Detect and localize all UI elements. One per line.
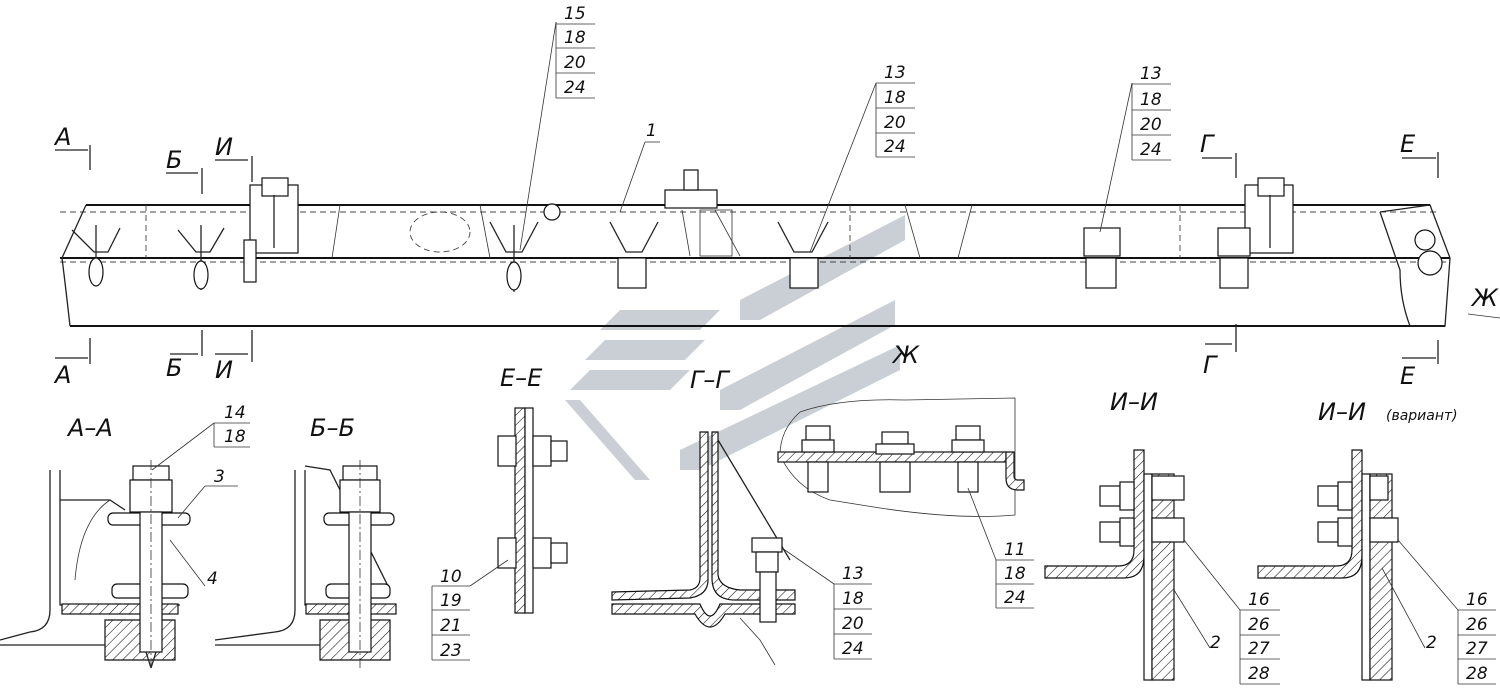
callout-c3: 13 18 20 24 [809, 63, 915, 253]
callout-c12-item-4: 28 [1248, 664, 1270, 684]
view-title-ii-variant: И–И [1318, 398, 1366, 426]
callout-c12-item-3: 27 [1248, 639, 1270, 659]
mark-a-top: А [53, 123, 71, 151]
view-title-bb: Б–Б [310, 414, 355, 442]
callout-c14-item-4: 28 [1466, 664, 1488, 684]
callout-c9-item-1: 13 [842, 564, 864, 584]
v-bracket-5 [777, 221, 829, 289]
mark-zh-main: Ж [1470, 284, 1499, 312]
v-bracket-1 [71, 225, 121, 287]
callout-c4: 13 18 20 24 [1099, 64, 1171, 233]
callout-c1-item-1: 15 [564, 4, 586, 24]
section-bb: Б–Б [214, 414, 397, 670]
callout-c10-item-3: 24 [1004, 588, 1026, 608]
callout-c1-item-4: 24 [564, 78, 586, 98]
callout-c10-item-1: 11 [1004, 540, 1026, 560]
section-ii: И–И 2 16 26 27 28 [1044, 388, 1280, 685]
callout-c10-item-2: 18 [1004, 564, 1026, 584]
callout-c7-item-1: 4 [207, 569, 218, 589]
dashed-outline-1 [409, 211, 471, 253]
callout-c9-item-2: 18 [842, 589, 864, 609]
callout-c8-item-4: 23 [440, 641, 462, 661]
section-gg: Г–Г 13 18 20 24 [611, 366, 872, 666]
view-title-ii: И–И [1110, 388, 1158, 416]
small-plate-left [243, 239, 257, 283]
section-ee: Е–Е 10 19 21 23 [431, 364, 568, 661]
callout-c8-item-2: 19 [440, 591, 462, 611]
small-hole [543, 203, 561, 221]
section-ii-variant: И–И (вариант) 2 16 26 27 28 [1257, 398, 1496, 685]
callout-c1-item-3: 20 [564, 53, 586, 73]
rear-plate [1414, 229, 1443, 276]
view-title-aa: А–А [66, 414, 113, 442]
mark-e-top: Е [1400, 130, 1416, 158]
bracket-right-upright [1244, 177, 1294, 254]
callout-c2: 1 [619, 121, 660, 213]
watermark-logo [565, 215, 905, 480]
view-title-gg: Г–Г [690, 366, 730, 394]
callout-c14-item-3: 27 [1466, 639, 1488, 659]
callout-c4-item-4: 24 [1140, 140, 1162, 160]
view-title-ii-variant-note: (вариант) [1386, 408, 1458, 424]
mark-e-bottom: Е [1400, 362, 1416, 390]
mark-b-top: Б [166, 146, 182, 174]
callout-c3-item-3: 20 [884, 113, 906, 133]
callout-c5-item-1: 14 [224, 403, 246, 423]
clamp-bracket-2 [1217, 227, 1251, 289]
mark-g-bottom: Г [1203, 351, 1218, 379]
callout-c9-item-4: 24 [842, 639, 864, 659]
v-bracket-2 [177, 225, 225, 290]
callout-c8-item-1: 10 [440, 567, 462, 587]
section-aa: А–А 14 18 3 4 [0, 403, 250, 670]
view-title-ee: Е–Е [500, 364, 543, 392]
callout-c3-item-1: 13 [884, 63, 906, 83]
callout-c1: 15 18 20 24 [519, 4, 595, 251]
callout-c12-item-2: 26 [1248, 615, 1270, 635]
mark-i-bottom: И [215, 356, 233, 384]
callout-c4-item-2: 18 [1140, 90, 1162, 110]
mark-a-bottom: А [53, 361, 71, 389]
callout-c14-item-1: 16 [1466, 590, 1488, 610]
callout-c8-item-3: 21 [440, 616, 462, 636]
callout-c2-item-1: 1 [646, 121, 657, 141]
callout-c11-item-1: 2 [1210, 633, 1221, 653]
callout-c9-item-3: 20 [842, 614, 864, 634]
callout-c13-item-1: 2 [1426, 633, 1437, 653]
callout-c3-item-4: 24 [884, 137, 906, 157]
view-title-zh: Ж [891, 341, 920, 369]
callout-c4-item-1: 13 [1140, 64, 1162, 84]
mark-b-bottom: Б [166, 354, 182, 382]
callout-c3-item-2: 18 [884, 88, 906, 108]
callout-c14-item-2: 26 [1466, 615, 1488, 635]
callout-c12-item-1: 16 [1248, 590, 1270, 610]
mark-g-top: Г [1200, 130, 1215, 158]
bracket-left-upright [249, 177, 299, 254]
tank-bracket [664, 169, 741, 257]
v-bracket-3 [489, 221, 539, 292]
callout-c4-item-3: 20 [1140, 115, 1162, 135]
v-bracket-4 [609, 221, 659, 289]
mark-i-top: И [215, 133, 233, 161]
side-member-view [60, 169, 1500, 327]
clamp-bracket-1 [1083, 227, 1121, 289]
callout-c5-item-2: 18 [224, 427, 246, 447]
view-zh: Ж 11 18 24 [777, 341, 1034, 609]
section-marks: А А Б Б И И Г Г Е Е Ж [53, 123, 1499, 390]
callout-c6-item-1: 3 [214, 467, 225, 487]
callout-c1-item-2: 18 [564, 28, 586, 48]
